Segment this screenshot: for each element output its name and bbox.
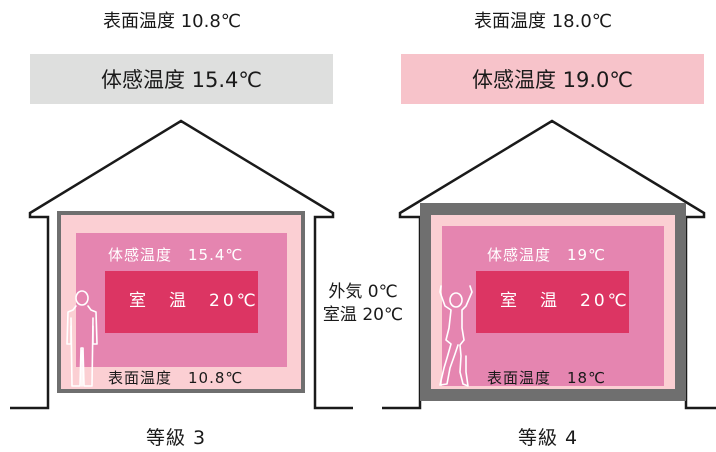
house-1-felt-temp-banner: 体感温度 15.4℃: [30, 54, 333, 104]
house-2-room-temp-inner: 室 温 20℃: [500, 291, 630, 311]
house-1-felt-temp-inner: 体感温度 15.4℃: [108, 246, 244, 264]
house-2-core-zone: [476, 271, 629, 333]
house-2-felt-temp-banner-text: 体感温度 19.0℃: [471, 68, 634, 92]
house-2-surface-temp-inner: 表面温度 18℃: [487, 369, 606, 387]
house-1-room-temp-inner: 室 温 20℃: [129, 291, 259, 311]
house-1-grade: 等級 3: [146, 427, 207, 449]
house-2-felt-temp-banner: 体感温度 19.0℃: [401, 54, 704, 104]
house-2-surface-temp-label: 表面温度 18.0℃: [474, 11, 613, 32]
outside-temp-text: 外気 0℃: [328, 282, 398, 302]
house-2-grade: 等級 4: [518, 427, 579, 449]
standing-person-icon: [66, 290, 98, 387]
house-1-outline: [10, 119, 353, 410]
room-temp-text: 室温 20℃: [322, 305, 404, 325]
house-2-felt-temp-inner: 体感温度 19℃: [487, 246, 606, 264]
cheering-person-icon: [439, 285, 473, 387]
house-1-surface-temp-inner: 表面温度 10.8℃: [108, 369, 244, 387]
conditions-note: 外気 0℃ 室温 20℃: [318, 281, 408, 327]
house-1-felt-temp-banner-text: 体感温度 15.4℃: [100, 68, 263, 92]
house-1-core-zone: [105, 271, 258, 333]
house-1-surface-temp-label: 表面温度 10.8℃: [103, 11, 242, 32]
